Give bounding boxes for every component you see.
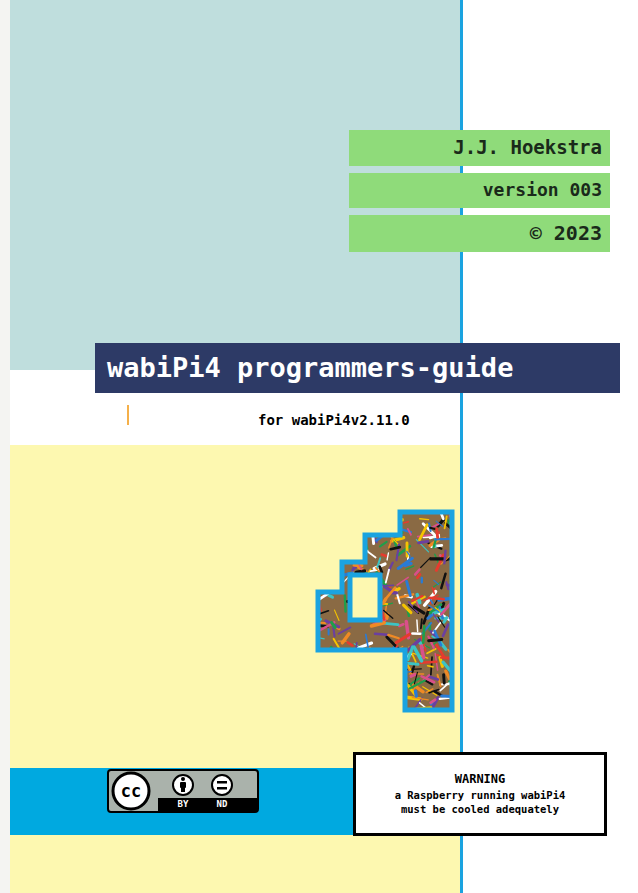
title-band: wabiPi4 programmers-guide: [95, 343, 620, 393]
cover-tag-text: version 003: [357, 179, 602, 202]
license-by: BY: [178, 800, 189, 809]
cover-tag-text: J.J. Hoekstra: [357, 136, 602, 160]
four-outline: [318, 512, 452, 710]
warning-body: a Raspberry running wabiPi4 must be cool…: [385, 789, 575, 815]
orange-tick: [127, 405, 129, 425]
cover-tag-text: © 2023: [357, 221, 602, 246]
version-tag: version 003: [349, 173, 610, 208]
book-title: wabiPi4 programmers-guide: [107, 351, 608, 385]
painted-four: [298, 497, 467, 724]
edition-subtitle: for wabiPi4v2.11.0: [258, 413, 410, 427]
page-ground: [10, 0, 638, 893]
author-tag: J.J. Hoekstra: [349, 130, 610, 166]
copyright-tag: © 2023: [349, 215, 610, 252]
cc-logo-text: cc: [121, 783, 141, 800]
license-nd: ND: [217, 800, 228, 809]
warning-heading: WARNING: [362, 772, 598, 787]
warning-box: WARNING a Raspberry running wabiPi4 must …: [353, 752, 607, 836]
cc-badge: [108, 770, 258, 812]
